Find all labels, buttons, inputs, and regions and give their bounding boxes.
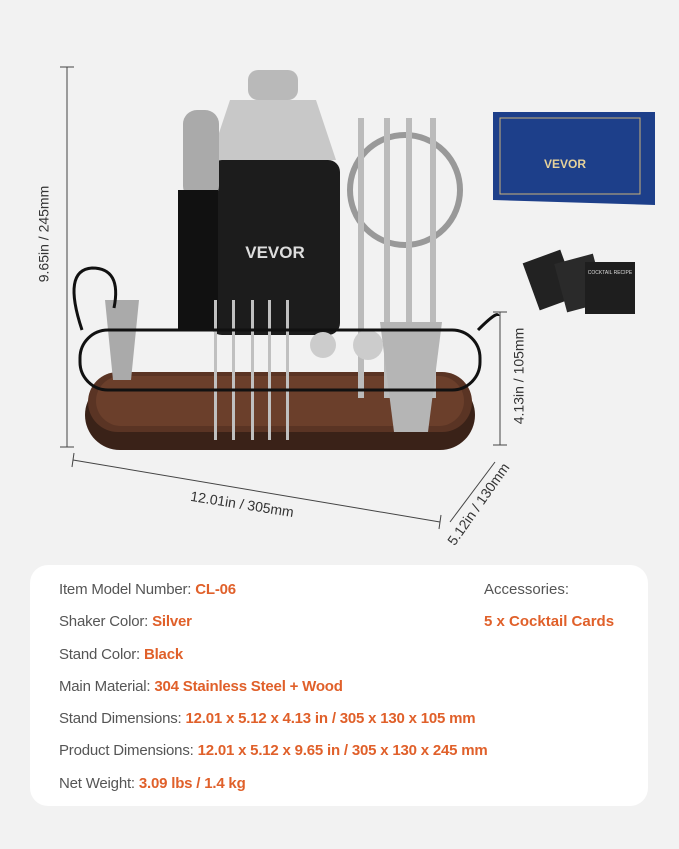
height-dimension-label: 9.65in / 245mm	[35, 185, 52, 283]
gift-box: VEVOR	[493, 112, 655, 205]
spec-model: Item Model Number: CL-06	[59, 581, 236, 598]
spec-stand-dimensions: Stand Dimensions: 12.01 x 5.12 x 4.13 in…	[59, 710, 476, 727]
spec-product-dimensions: Product Dimensions: 12.01 x 5.12 x 9.65 …	[59, 742, 488, 759]
spec-material: Main Material: 304 Stainless Steel + Woo…	[59, 678, 343, 695]
bar-set-illustration: VEVOR VEVOR COCKTAIL	[60, 66, 655, 530]
strainer	[347, 132, 463, 248]
spec-weight: Net Weight: 3.09 lbs / 1.4 kg	[59, 775, 246, 792]
box-logo: VEVOR	[544, 157, 586, 171]
pourer	[310, 332, 336, 358]
spec-card: Item Model Number: CL-06 Shaker Color: S…	[30, 565, 648, 806]
stand-height-dimension-label: 4.13in / 105mm	[510, 327, 527, 425]
spec-shaker-color: Shaker Color: Silver	[59, 613, 192, 630]
bar-spoons	[358, 118, 436, 398]
jigger-right	[380, 322, 442, 432]
shaker: VEVOR	[210, 70, 340, 335]
metal-rail	[72, 266, 500, 392]
pourer	[353, 330, 383, 360]
cocktail-cards: COCKTAIL RECIPE	[522, 249, 635, 314]
shaker-logo: VEVOR	[245, 243, 305, 262]
spec-stand-color: Stand Color: Black	[59, 646, 183, 663]
recipe-card-title: COCKTAIL RECIPE	[588, 270, 633, 276]
tongs	[178, 190, 218, 330]
jigger-left	[105, 300, 139, 380]
dimension-lines	[60, 66, 507, 530]
accessories-label: Accessories:	[484, 581, 570, 598]
muddler	[183, 110, 219, 200]
cocktail-picks	[214, 300, 289, 440]
accessories-value: 5 x Cocktail Cards	[484, 613, 615, 630]
product-image: VEVOR VEVOR COCKTAIL	[35, 66, 655, 548]
